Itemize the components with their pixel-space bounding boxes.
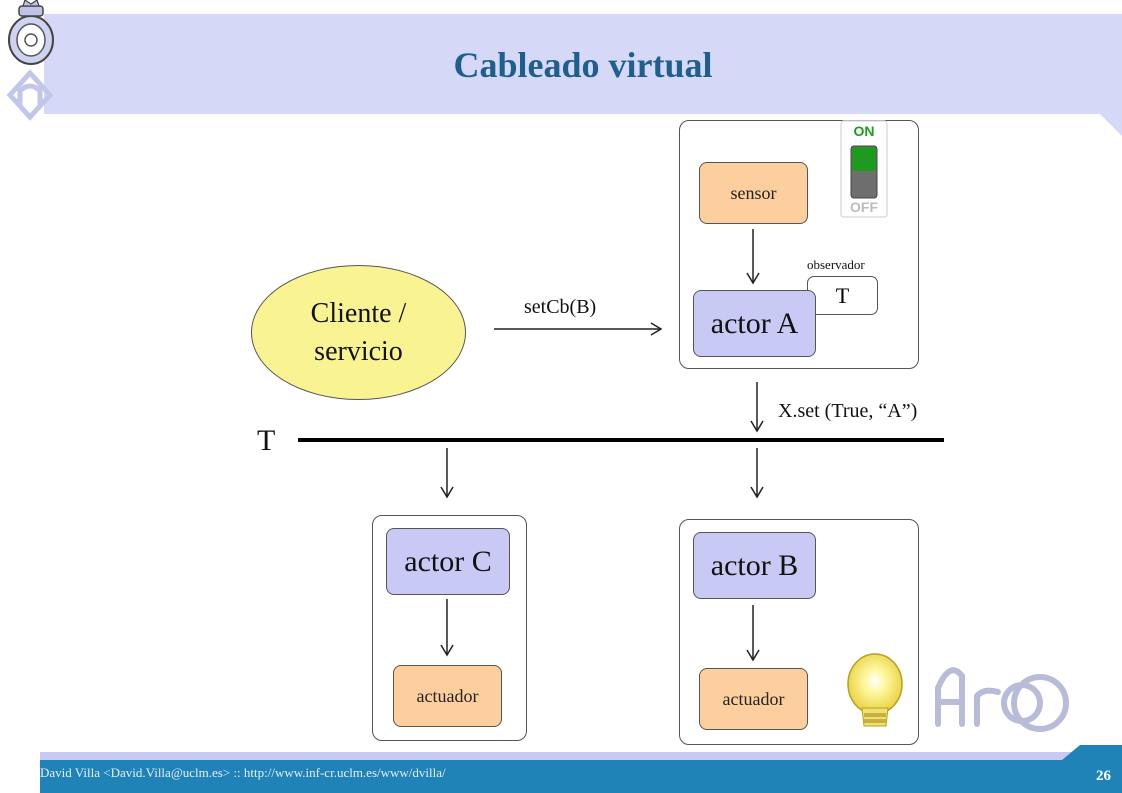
set-call-label: X.set (True, “A”) [778,400,918,422]
actor-a-box: actor A [693,290,816,357]
header-band [44,14,1122,114]
slide-title: Cableado virtual [453,45,713,85]
actor-b-box: actor B [693,532,816,599]
client-service-node: Cliente / servicio [251,265,466,400]
page-number: 26 [1096,768,1111,784]
header-corner [1100,114,1122,136]
switch-off-label: OFF [850,199,878,215]
client-label-line1: Cliente / [310,297,407,329]
observer-label: observador [807,257,865,272]
footer-stripe [40,752,1122,760]
switch-on-label: ON [853,123,875,139]
client-label-line2: servicio [314,335,403,367]
footer-author: David Villa <David.Villa@uclm.es> :: htt… [40,765,446,780]
observer-type-box: T [807,276,878,315]
sensor-box: sensor [699,162,808,224]
actuator-c-box: actuador [393,665,502,727]
bus-label: T [257,424,276,457]
actuator-b-box: actuador [699,668,808,730]
set-callback-label: setCb(B) [524,296,597,318]
footer-band [40,760,1122,793]
actor-c-box: actor C [386,528,510,595]
